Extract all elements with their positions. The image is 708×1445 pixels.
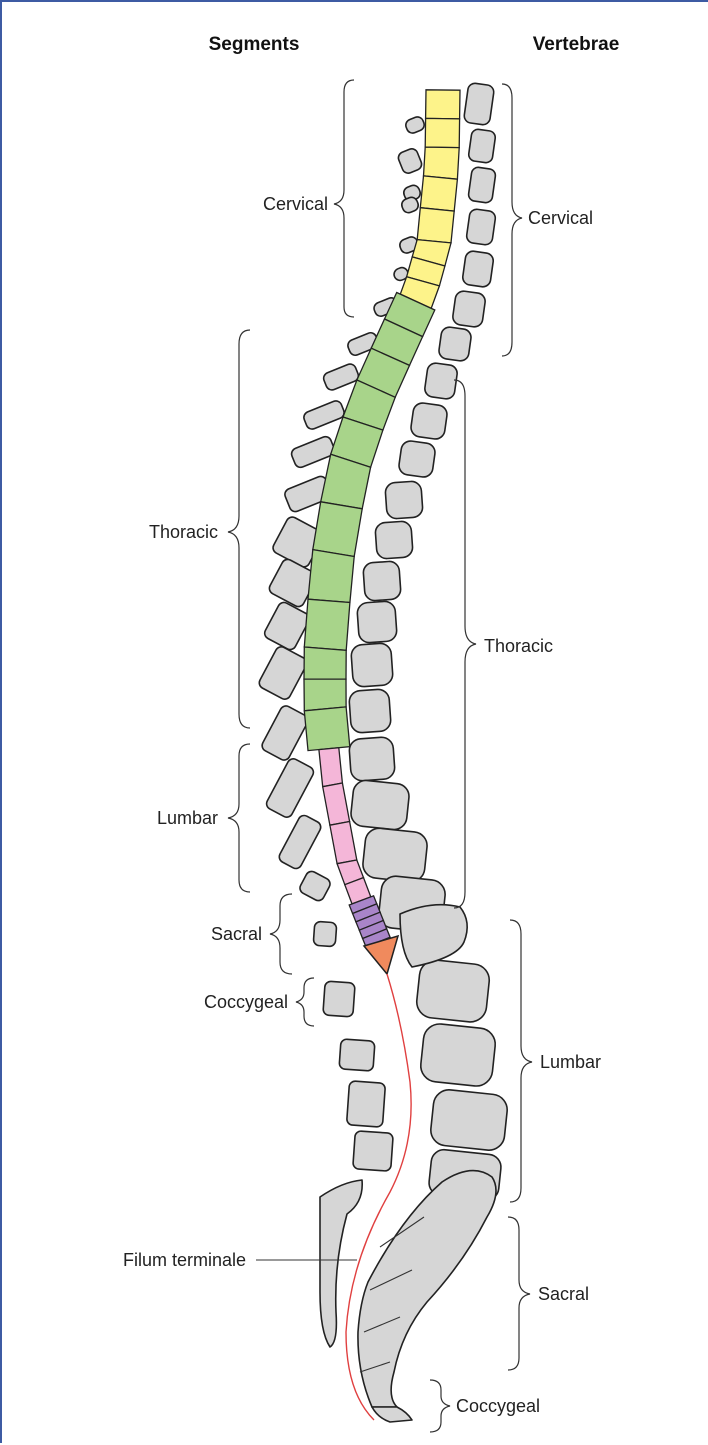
cord-segment-lumbar [319, 748, 343, 787]
brace-vertebra-lumbar [510, 920, 532, 1202]
vertebral-body [375, 521, 413, 559]
spinous-process [298, 869, 332, 902]
vertebral-body [398, 440, 436, 478]
vertebra-label-cervical: Cervical [528, 208, 593, 228]
cord-segment-cervical [420, 176, 457, 211]
vertebral-body [468, 166, 496, 203]
cord-segment-thoracic [304, 647, 346, 679]
brace-segment-thoracic [228, 330, 250, 728]
filum-terminale-label: Filum terminale [123, 1250, 246, 1270]
spinous-process [264, 757, 315, 820]
vertebral-body [385, 481, 423, 519]
segment-label-sacral: Sacral [211, 924, 262, 944]
vertebral-body [349, 737, 396, 782]
vertebral-body [419, 1022, 497, 1087]
spinous-process [277, 813, 323, 870]
coccyx [372, 1407, 412, 1422]
cord-segment-thoracic [304, 707, 350, 751]
spinous-process [313, 921, 337, 946]
vertebral-body [415, 959, 491, 1024]
vertebral-body [363, 561, 402, 601]
cord-segment-cervical [425, 118, 459, 147]
brace-segment-sacral [270, 894, 292, 974]
segment-label-coccygeal: Coccygeal [204, 992, 288, 1012]
cord-segment-thoracic [304, 679, 346, 711]
cord-segment-cervical [424, 147, 460, 179]
spinous-process [353, 1131, 394, 1172]
vertebral-body [463, 82, 494, 125]
vertebra-label-sacral: Sacral [538, 1284, 589, 1304]
vertebra-label-lumbar: Lumbar [540, 1052, 601, 1072]
cord-segment-thoracic [308, 550, 354, 603]
brace-segment-coccygeal [296, 978, 314, 1026]
vertebra-label-thoracic: Thoracic [484, 636, 553, 656]
vertebral-body [357, 601, 398, 644]
vertebral-body [452, 290, 486, 328]
brace-segment-cervical [334, 80, 354, 317]
brace-vertebra-cervical [502, 84, 522, 356]
header-segments: Segments [209, 34, 300, 55]
spinous-process [347, 1081, 386, 1127]
cord-segment-thoracic [304, 599, 350, 650]
cord-segment-lumbar [323, 783, 350, 825]
spinous-process [397, 147, 424, 175]
spinous-process [404, 115, 426, 135]
brace-segment-lumbar [228, 744, 250, 892]
cord-segment-thoracic [313, 502, 362, 557]
brace-vertebra-coccygeal [430, 1380, 450, 1432]
vertebral-body [462, 250, 494, 288]
cord-segment-lumbar [330, 822, 357, 864]
spinous-process [260, 704, 310, 762]
segment-label-lumbar: Lumbar [157, 808, 218, 828]
vertebra-label-coccygeal: Coccygeal [456, 1396, 540, 1416]
sacral-spines [320, 1180, 362, 1347]
cord-segment-cervical [426, 90, 460, 119]
vertebral-body [349, 689, 392, 734]
spinous-process [257, 645, 309, 702]
cord-segment-cervical [417, 208, 454, 243]
header-vertebrae: Vertebrae [533, 34, 620, 55]
vertebral-body [429, 1088, 508, 1151]
segment-label-cervical: Cervical [263, 194, 328, 214]
vertebral-body [362, 827, 429, 883]
vertebral-body [424, 362, 458, 400]
spinous-process [339, 1039, 375, 1071]
brace-vertebra-thoracic [454, 380, 476, 908]
vertebral-body [466, 208, 496, 245]
vertebral-body [438, 326, 472, 362]
spinous-process [323, 981, 355, 1017]
vertebral-body [350, 779, 411, 831]
vertebral-body [351, 643, 394, 688]
brace-vertebra-sacral [508, 1217, 530, 1370]
vertebral-body [410, 402, 448, 440]
vertebral-body [468, 128, 496, 163]
segment-label-thoracic: Thoracic [149, 522, 218, 542]
